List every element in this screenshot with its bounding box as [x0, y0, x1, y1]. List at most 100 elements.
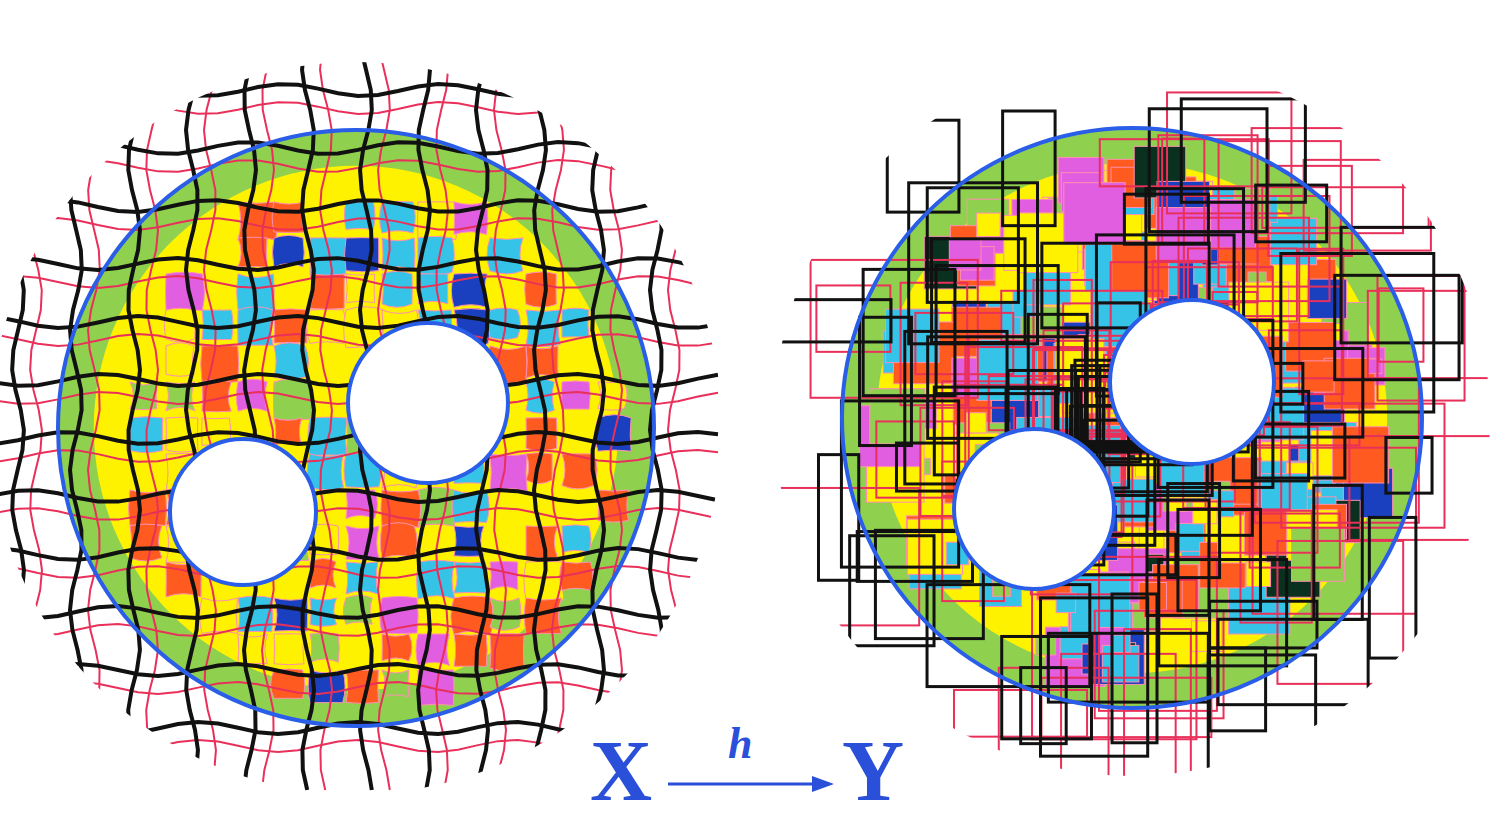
decoration — [487, 238, 523, 274]
decoration — [562, 381, 590, 409]
decoration — [1341, 227, 1462, 343]
decoration — [1254, 378, 1418, 522]
decoration — [1386, 437, 1432, 493]
decoration — [525, 272, 557, 307]
decoration — [12, 50, 24, 790]
decoration — [262, 50, 274, 790]
decoration — [1048, 633, 1208, 702]
outer-boundary — [842, 128, 1422, 708]
hole — [348, 323, 508, 483]
decoration — [1041, 598, 1148, 756]
decoration — [780, 300, 891, 342]
right-domain — [778, 92, 1496, 819]
decoration — [30, 50, 42, 790]
hole — [1110, 300, 1274, 464]
decoration — [860, 317, 912, 445]
decoration — [1369, 517, 1416, 658]
decoration — [274, 634, 304, 665]
decoration — [927, 188, 1018, 303]
math-label: X — [590, 728, 652, 814]
decoration — [562, 525, 591, 553]
decoration — [1089, 629, 1144, 684]
decoration — [1207, 200, 1255, 248]
decoration — [128, 50, 140, 790]
decoration — [343, 595, 372, 624]
math-label: Y — [842, 728, 904, 814]
decoration — [0, 566, 718, 578]
decoration — [552, 50, 564, 790]
decoration — [320, 50, 332, 790]
decoration — [244, 50, 256, 790]
hole — [170, 439, 316, 585]
decoration — [202, 310, 233, 340]
left-domain — [0, 50, 718, 790]
decoration — [1139, 583, 1166, 610]
decoration — [592, 50, 604, 790]
decoration — [1071, 574, 1130, 633]
decoration — [0, 218, 718, 230]
decoration — [1255, 424, 1344, 478]
math-label: h — [728, 722, 752, 766]
decoration — [977, 213, 1000, 236]
decoration — [1113, 635, 1130, 652]
decoration — [1124, 194, 1208, 244]
decoration — [272, 202, 304, 233]
decoration — [380, 523, 417, 559]
decoration — [0, 682, 718, 694]
decoration — [863, 269, 955, 395]
decoration — [1304, 160, 1431, 251]
decoration — [94, 166, 631, 706]
decoration — [0, 606, 718, 618]
decoration — [70, 50, 82, 790]
decoration — [382, 271, 412, 307]
decoration — [610, 50, 622, 790]
decoration — [928, 337, 1086, 439]
decoration — [850, 536, 934, 646]
decoration — [1056, 593, 1075, 612]
decoration — [1299, 249, 1343, 394]
decoration — [1036, 635, 1056, 655]
decoration — [88, 50, 100, 790]
hole — [954, 429, 1114, 589]
decoration — [0, 508, 718, 520]
decoration — [1159, 560, 1287, 666]
decoration — [166, 343, 194, 376]
decoration — [534, 50, 546, 790]
decoration — [668, 50, 680, 790]
decoration — [1032, 580, 1196, 739]
decoration — [1168, 484, 1220, 578]
decoration — [896, 443, 958, 491]
decoration — [0, 276, 718, 288]
decoration — [490, 454, 527, 491]
decoration — [1349, 436, 1496, 540]
domain-fill — [842, 128, 1422, 708]
decoration — [1303, 361, 1334, 392]
decoration — [1379, 288, 1424, 361]
decoration — [0, 84, 718, 96]
decoration — [1003, 111, 1055, 226]
decoration — [1100, 139, 1269, 186]
decoration — [1210, 601, 1317, 648]
decoration — [0, 624, 718, 636]
decoration — [302, 50, 314, 790]
decoration — [0, 200, 718, 212]
outer-boundary — [58, 130, 654, 726]
decoration — [345, 238, 379, 272]
decoration — [0, 548, 718, 560]
decoration — [1208, 655, 1315, 784]
map-arrow — [668, 776, 834, 792]
decoration — [0, 334, 718, 346]
decoration — [0, 664, 718, 676]
decoration — [932, 239, 1025, 343]
decoration — [0, 490, 718, 502]
decoration — [909, 183, 1038, 344]
decoration — [650, 50, 662, 790]
decoration — [0, 50, 718, 790]
decoration — [778, 92, 1496, 819]
decoration — [1021, 668, 1066, 744]
decoration — [1112, 594, 1157, 743]
decoration — [818, 455, 858, 581]
decoration — [1335, 275, 1459, 379]
decoration — [454, 634, 487, 666]
